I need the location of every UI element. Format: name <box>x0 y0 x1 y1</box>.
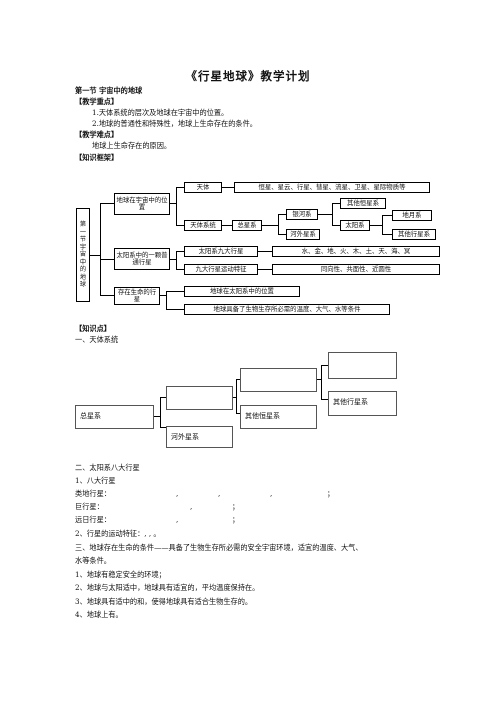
fw-zong: 总星系 <box>232 220 262 231</box>
leidi-sep-4: ； <box>327 489 335 498</box>
fw-nine-list: 水、金、地、火、木、土、天、海、冥 <box>272 246 440 257</box>
tree-other-xing: 其他行星系 <box>328 391 397 416</box>
yuanri-sep-1: , <box>176 515 179 524</box>
fw-other-heng: 其他恒星系 <box>340 198 386 209</box>
leidi-sep-2: , <box>218 489 221 498</box>
fw-branch-position: 地球在宇宙中的位置 <box>114 193 170 215</box>
tree-zong: 总星系 <box>75 405 154 429</box>
k2-heading: 二、太阳系八大行星 <box>75 463 140 472</box>
key-point-2: 2.地球的普通性和特殊性，地球上生命存在的条件。 <box>92 119 257 128</box>
leidi-sep-1: , <box>176 489 179 498</box>
key-points-label: 【教学重点】 <box>75 97 119 106</box>
difficulty-text: 地球上生命存在的原因。 <box>92 141 172 150</box>
tree-hewai: 河外星系 <box>166 426 233 448</box>
fw-tianti: 天体 <box>184 182 222 193</box>
jux-sep-2: ； <box>232 502 240 511</box>
fw-branch-planet: 太阳系中的一颗普通行星 <box>114 248 170 270</box>
jux-sep-1: , <box>190 502 193 511</box>
key-point-1: 1.天体系统的层次及地球在宇宙中的位置。 <box>92 108 229 117</box>
k3-heading-cont: 水等条件。 <box>75 556 111 565</box>
leidi-label: 类地行星： <box>75 489 111 498</box>
tree-blank-yinhe <box>166 386 233 410</box>
fw-nine: 太阳系九大行星 <box>184 246 258 257</box>
k2-2: 2、行星的运动特征：, , 。 <box>75 529 161 538</box>
fw-hewai: 河外星系 <box>286 229 320 240</box>
jux-label: 巨行星： <box>75 502 104 511</box>
yuanri-label: 远日行星： <box>75 515 111 524</box>
leidi-sep-3: , <box>270 489 273 498</box>
k3-heading: 三、地球存在生命的条件——具备了生物生存所必需的安全宇宙环境，适宜的温度、大气、 <box>75 543 363 552</box>
fw-root: 第一节 宇宙中的地球 <box>76 208 90 302</box>
fw-taiyang: 太阳系 <box>340 220 370 231</box>
difficulty-label: 【教学难点】 <box>75 130 119 139</box>
fw-branch-life: 存在生命的行星 <box>114 287 160 305</box>
k1-heading: 一、天体系统 <box>75 335 119 344</box>
k2-1: 1、八大行星 <box>75 476 116 485</box>
framework-label: 【知识框架】 <box>75 153 119 162</box>
yuanri-sep-2: ； <box>232 515 240 524</box>
fw-b3-pos: 地球在太阳系中的位置 <box>184 286 300 297</box>
tree-blank-taiyang <box>240 368 317 392</box>
k3-item-4: 4、地球上有。 <box>75 610 123 619</box>
k3-item-1: 1、地球有稳定安全的环境； <box>75 570 166 579</box>
section-heading: 第一节 宇宙中的地球 <box>75 86 143 95</box>
fw-b3-cond: 地球具备了生物生存所必需的温度、大气、水等条件 <box>184 304 390 315</box>
fw-tianti-list: 恒星、星云、行星、彗星、流星、卫星、星际物质等 <box>234 182 430 193</box>
knowledge-label: 【知识点】 <box>75 324 111 333</box>
k3-item-3: 3、地球具有适中的和，使得地球具有适合生物生存的。 <box>75 597 253 606</box>
fw-yinhe: 银河系 <box>286 209 318 220</box>
fw-motion: 九大行星运动特征 <box>184 264 258 275</box>
tree-blank-diyue <box>328 352 397 379</box>
page-title: 《行星地球》教学计划 <box>185 69 311 83</box>
fw-diyue: 地月系 <box>392 210 432 221</box>
fw-other-xing: 其他行星系 <box>392 229 436 240</box>
k3-item-2: 2、地球与太阳适中，地球具有适宜的，平均温度保持在。 <box>75 583 260 592</box>
fw-motion-list: 同向性、共面性、近圆性 <box>272 264 440 275</box>
fw-system: 天体系统 <box>184 220 222 231</box>
tree-other-heng: 其他恒星系 <box>240 405 317 429</box>
